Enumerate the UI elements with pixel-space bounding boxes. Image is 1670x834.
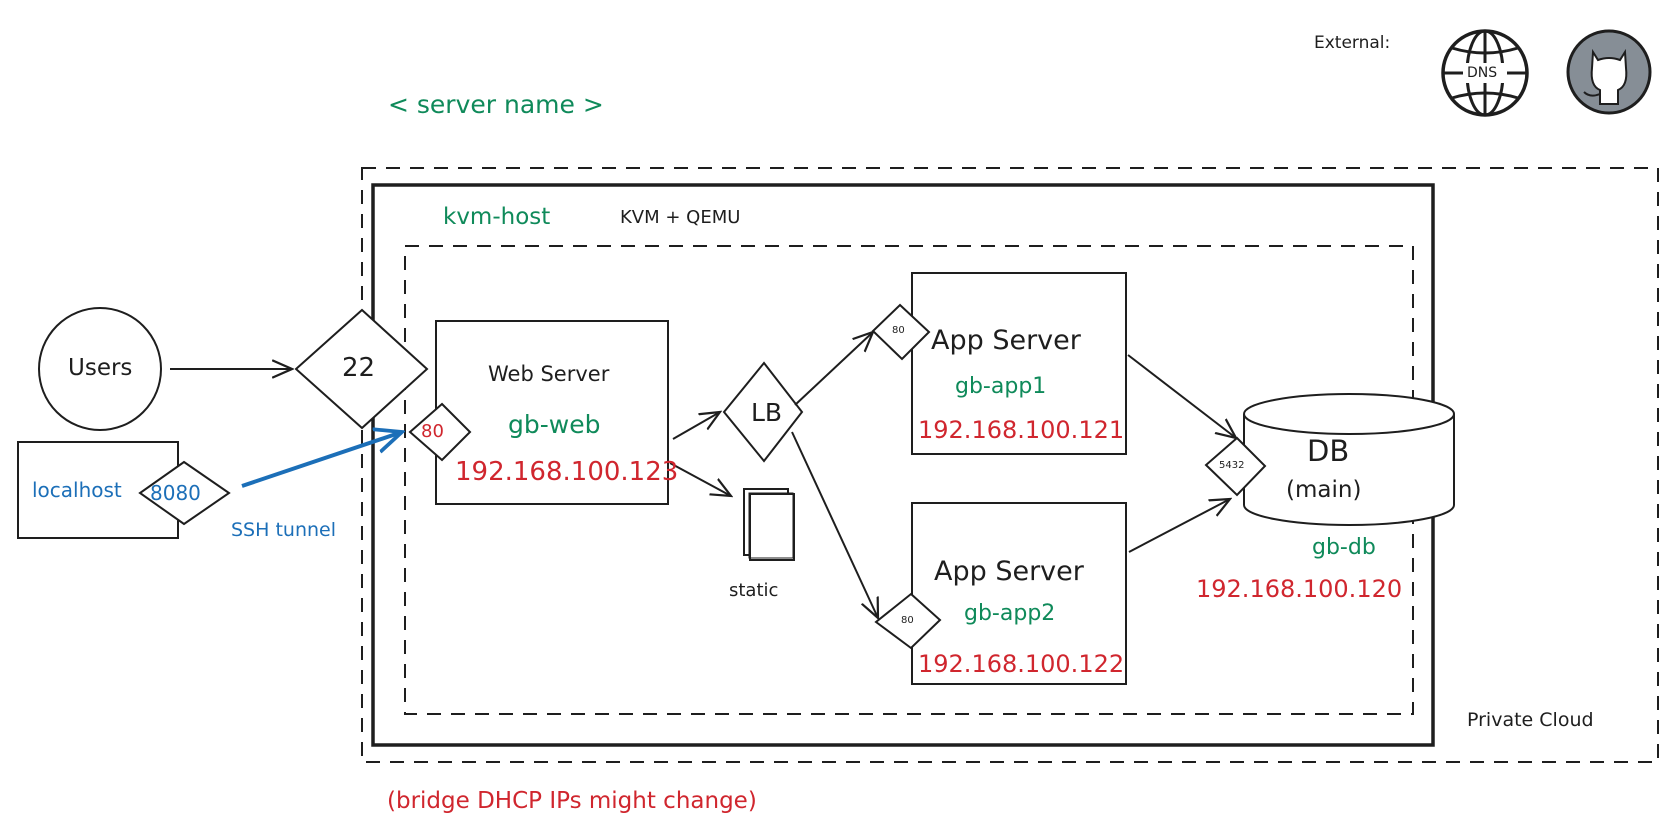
edge-lb-to-app1	[794, 332, 873, 406]
edge-web-to-static	[669, 462, 731, 496]
app2-title: App Server	[934, 556, 1084, 587]
localhost-port-diamond	[138, 460, 231, 526]
kvm-host-label: kvm-host	[443, 204, 551, 230]
localhost-label: localhost	[32, 478, 122, 502]
db-title: DB	[1307, 434, 1350, 468]
external-label: External:	[1314, 33, 1391, 53]
app2-port-diamond	[874, 592, 942, 650]
lb-diamond	[722, 361, 804, 463]
server-name-placeholder: < server name >	[388, 90, 604, 119]
app2-hostname: gb-app2	[964, 601, 1056, 626]
dns-label: DNS	[1467, 65, 1498, 81]
github-icon	[1566, 29, 1652, 115]
app1-title: App Server	[931, 325, 1081, 356]
db-subtitle: (main)	[1286, 477, 1362, 503]
db-ip: 192.168.100.120	[1196, 575, 1403, 603]
app2-port: 80	[901, 615, 914, 626]
app2-box	[911, 502, 1127, 685]
private-cloud-zone	[361, 167, 1659, 763]
edge-app2-to-db	[1128, 499, 1230, 553]
ssh-port-label: 22	[342, 353, 376, 383]
app1-box	[911, 272, 1127, 455]
app2-ip: 192.168.100.122	[918, 650, 1125, 678]
edge-web-to-lb	[672, 412, 720, 440]
edge-lb-to-app2	[791, 431, 878, 618]
db-port-diamond	[1204, 436, 1267, 497]
kvm-tech-label: KVM + QEMU	[620, 207, 741, 228]
localhost-port-label: 8080	[150, 481, 201, 505]
db-port: 5432	[1219, 460, 1245, 471]
bridge-network-zone	[404, 245, 1414, 715]
edge-app1-to-db	[1127, 354, 1236, 438]
users-node	[38, 307, 162, 431]
app1-hostname: gb-app1	[955, 374, 1047, 399]
web-server-hostname: gb-web	[508, 410, 601, 439]
users-label: Users	[68, 355, 133, 381]
app1-port-diamond	[871, 303, 931, 361]
app1-port: 80	[892, 325, 905, 336]
static-files-icon	[743, 488, 795, 561]
dns-globe-icon	[1441, 29, 1529, 117]
static-label: static	[729, 580, 779, 601]
app1-ip: 192.168.100.121	[918, 416, 1125, 444]
dhcp-warning-note: (bridge DHCP IPs might change)	[387, 788, 757, 814]
web-server-title: Web Server	[488, 362, 610, 386]
db-hostname: gb-db	[1312, 535, 1376, 560]
web-server-ip: 192.168.100.123	[455, 457, 679, 487]
private-cloud-label: Private Cloud	[1467, 709, 1594, 731]
web-server-box	[435, 320, 669, 505]
edge-ssh-tunnel[interactable]	[241, 432, 402, 488]
ssh-tunnel-label: SSH tunnel	[231, 519, 336, 541]
db-cylinder	[1243, 393, 1455, 526]
ssh-port-diamond	[294, 308, 429, 430]
web-port-diamond	[408, 402, 472, 462]
lb-label: LB	[751, 398, 783, 427]
web-server-port: 80	[421, 421, 444, 442]
